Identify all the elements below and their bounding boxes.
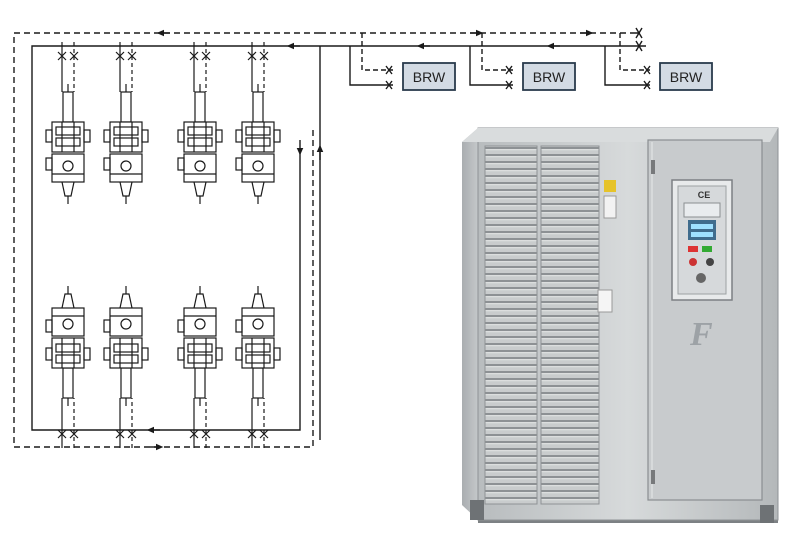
brw-unit-3-label: BRW [670, 69, 703, 85]
brw-unit-1-label: BRW [413, 69, 446, 85]
indicator-light [689, 258, 697, 266]
piping-network [13, 27, 651, 451]
brw-branches [349, 33, 651, 90]
mold-assembly [45, 286, 91, 448]
brw-unit-2: BRW [522, 62, 576, 91]
mold-assembly [45, 42, 91, 204]
outer-dashed-loop [13, 32, 320, 448]
louver-panel-left [484, 145, 538, 505]
temperature-control-cabinet: CE F [462, 127, 779, 523]
top-solid-main [31, 45, 640, 431]
ce-mark: CE [698, 190, 711, 200]
mold-assembly [177, 42, 223, 204]
main-switch [696, 273, 706, 283]
mold-assembly [103, 42, 149, 204]
brw-unit-1: BRW [402, 62, 456, 91]
brw-unit-3: BRW [659, 62, 713, 91]
warning-label [604, 180, 616, 192]
mold-assembly [177, 286, 223, 448]
mold-assemblies [45, 42, 281, 448]
cabinet-side [462, 128, 478, 520]
brw-unit-2-label: BRW [533, 69, 566, 85]
louver-panel-right [540, 145, 600, 505]
mold-assembly [235, 286, 281, 448]
mold-assembly [235, 42, 281, 204]
mold-assembly [103, 286, 149, 448]
manufacturer-logo: F [689, 316, 713, 353]
tag-label [597, 289, 613, 313]
